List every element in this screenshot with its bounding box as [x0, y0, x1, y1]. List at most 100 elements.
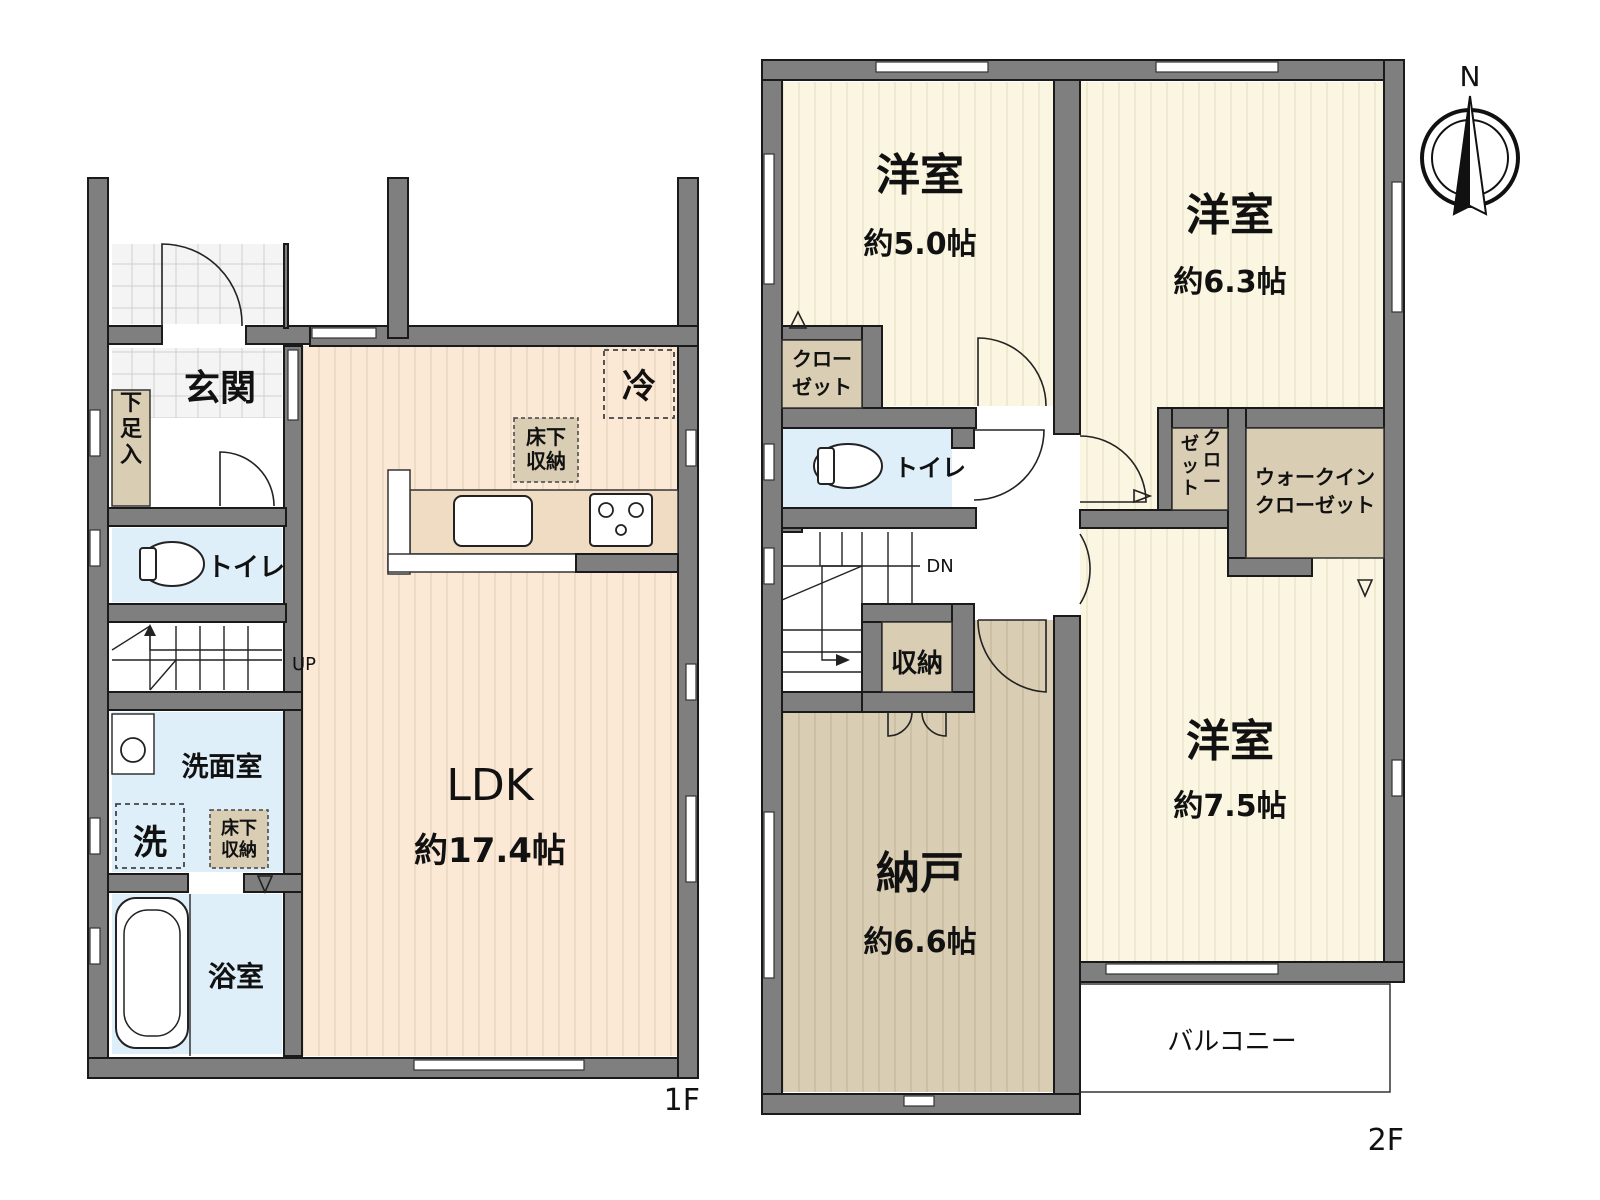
stairs-2f: [781, 532, 920, 673]
kitchen-peninsula: [387, 469, 411, 575]
stove-icon: [589, 493, 653, 547]
label-balcony: バルコニー: [1167, 1027, 1296, 1057]
walkin-closet: [1245, 427, 1385, 559]
nando-floor: [782, 712, 1054, 1092]
label-washroom: 洗面室: [182, 751, 263, 783]
label-underfloor-storage-wash: 床下収納: [221, 817, 257, 861]
window-1f-ldk-north: [311, 327, 377, 339]
stairs-1f: [111, 624, 282, 691]
label-ldk-size: 約17.4帖: [414, 831, 566, 871]
burner-icon: [615, 524, 627, 536]
closet-mid-marker: [1133, 488, 1153, 504]
bath-door-marker: [256, 875, 274, 894]
burner-icon: [598, 502, 614, 518]
wall-1f-stair-south: [107, 691, 303, 711]
kitchen-bar: [387, 553, 577, 573]
second-floor: [761, 59, 1405, 1115]
wall-2f-toilet-south: [781, 507, 977, 529]
window-2f-south: [903, 1095, 935, 1107]
label-north-room: 洋室: [1186, 190, 1274, 241]
window-1f-west-4: [89, 927, 101, 965]
compass-north-label: N: [1460, 60, 1481, 93]
window-2f-east-1: [1391, 181, 1403, 313]
window-2f-west-1: [763, 153, 775, 285]
west-room-floor: [782, 82, 1054, 326]
compass-needle-half: [1454, 96, 1470, 214]
label-fridge: 冷: [622, 367, 656, 407]
kitchen-wall: [575, 553, 679, 573]
window-2f-west-3: [763, 547, 775, 585]
wall-2f-hall-divider: [1079, 509, 1229, 529]
label-stairs-dn: DN: [926, 556, 953, 577]
basin-counter: [111, 713, 155, 775]
storage-door-right[interactable]: [921, 711, 947, 737]
window-1f-east-1: [685, 429, 697, 467]
wall-1f-notch: [387, 177, 409, 339]
porch-tile: [112, 244, 288, 324]
label-walkin-closet: ウォークインクローゼット: [1255, 465, 1375, 517]
label-storage: 収納: [891, 648, 943, 679]
label-closet-west: クローゼット: [792, 347, 852, 399]
entrance-floor: [150, 430, 282, 506]
washer-space: [115, 803, 185, 869]
wall-2f-closet-mid-west: [1157, 407, 1173, 513]
closet-west: [781, 339, 863, 409]
toilet-2f-door[interactable]: [973, 429, 1045, 501]
window-1f-east-2: [685, 663, 697, 701]
bathtub-inner: [123, 909, 181, 1037]
wall-2f-stair-north: [781, 527, 803, 533]
ldk-sliding-door[interactable]: [287, 349, 299, 421]
north-room-door[interactable]: [1079, 435, 1147, 503]
label-toilet-1f: トイレ: [207, 553, 285, 583]
stair-arrow-icon: [144, 624, 156, 636]
label-nando-size: 約6.6帖: [863, 925, 976, 960]
shoe-storage: [111, 389, 151, 507]
wall-1f-entrance-north: [107, 325, 163, 345]
label-entrance: 玄関: [184, 368, 256, 409]
basin-icon: [120, 737, 146, 763]
label-shoe-storage: 下足入: [120, 391, 142, 468]
label-south-room: 洋室: [1186, 716, 1274, 767]
entrance-door[interactable]: [161, 243, 243, 327]
ldk-floor: [302, 346, 678, 1056]
window-2f-west-4: [763, 811, 775, 979]
toilet-tank-icon: [817, 447, 835, 485]
wic-marker: [1356, 579, 1374, 598]
nando-floor-upper: [970, 620, 1054, 712]
label-bath: 浴室: [208, 960, 264, 993]
label-closet-mid-group: クローゼット: [1181, 428, 1221, 499]
west-room-door[interactable]: [977, 337, 1047, 407]
label-closet-mid: クローゼット: [1181, 428, 1221, 499]
label-west-room: 洋室: [876, 150, 964, 201]
label-nando: 納戸: [876, 848, 964, 899]
window-2f-west-2: [763, 443, 775, 481]
label-north-room-size: 約6.3帖: [1173, 265, 1286, 300]
label-underfloor-storage-kitchen: 床下収納: [526, 425, 566, 473]
window-2f-balcony: [1105, 963, 1279, 975]
label-west-room-size: 約5.0帖: [863, 227, 976, 262]
window-2f-north-2: [1155, 61, 1279, 73]
label-ldk: LDK: [446, 760, 534, 811]
fridge-space: [603, 349, 675, 419]
wall-2f-nando-north: [861, 691, 975, 713]
storage-room: [881, 621, 953, 693]
south-room-door[interactable]: [1079, 533, 1091, 605]
south-room-floor: [1080, 528, 1384, 962]
underfloor-storage-wash: [209, 809, 269, 869]
storage-door-left[interactable]: [887, 711, 913, 737]
wall-2f-wic-south: [1227, 557, 1313, 577]
wall-2f-wic-west: [1227, 407, 1247, 577]
toilet-1f-door[interactable]: [219, 451, 275, 507]
toilet-tank-icon: [139, 547, 157, 581]
north-arrow: [1420, 95, 1520, 216]
nando-door[interactable]: [977, 619, 1047, 693]
wall-1f-bath-north: [107, 873, 189, 893]
balcony-floor: [1079, 983, 1391, 1093]
wall-2f-mid-vertical2: [1053, 615, 1081, 1095]
wall-1f-toilet-north: [107, 507, 287, 527]
wall-1f-bath-north2: [243, 873, 303, 893]
closet-west-marker: [788, 310, 808, 329]
wall-2f-toilet-east: [951, 427, 975, 449]
label-washer: 洗: [133, 823, 167, 863]
